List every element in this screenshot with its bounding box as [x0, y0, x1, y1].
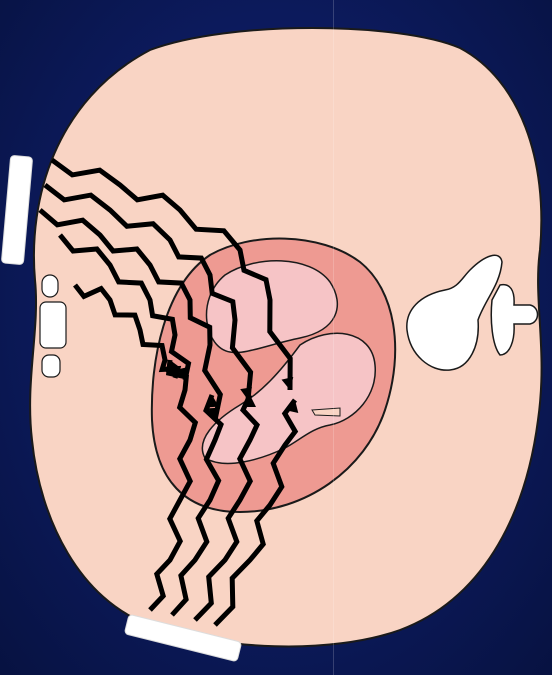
slide-seam-line: [333, 0, 334, 675]
defibrillator-paddle-anterior: [1, 155, 32, 265]
sternum-segment: [40, 302, 66, 348]
papillary-detail: [312, 408, 340, 416]
sternum-segment: [42, 275, 58, 297]
sternum-segment: [42, 355, 60, 377]
